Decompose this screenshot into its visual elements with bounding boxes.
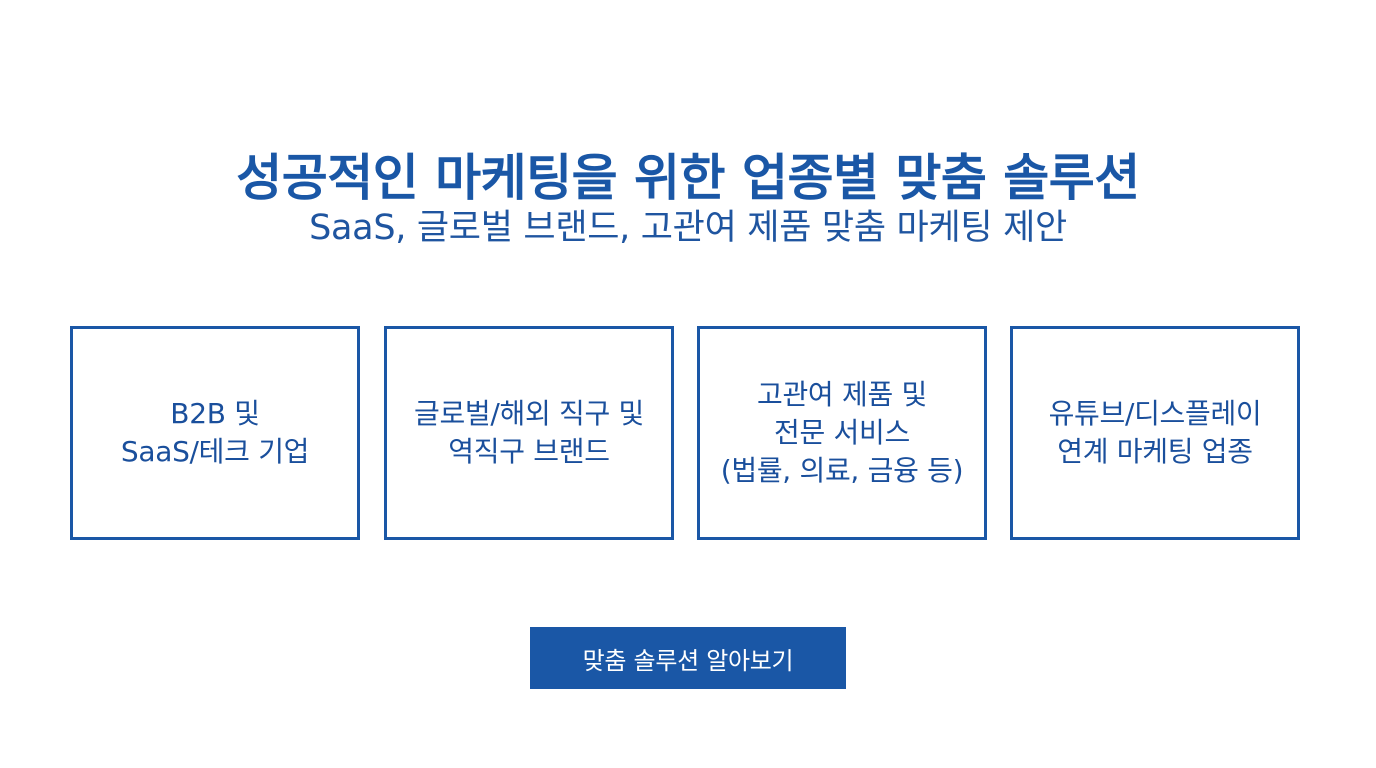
- industry-card-b2b-saas: B2B 및 SaaS/테크 기업: [70, 326, 360, 540]
- page-title: 성공적인 마케팅을 위한 업종별 맞춤 솔루션: [236, 148, 1140, 207]
- industry-card-label: B2B 및 SaaS/테크 기업: [120, 397, 310, 468]
- industry-card-youtube-display: 유튜브/디스플레이 연계 마케팅 업종: [1010, 326, 1300, 540]
- custom-solution-button[interactable]: 맞춤 솔루션 알아보기: [530, 627, 846, 689]
- industry-card-label: 고관여 제품 및 전문 서비스 (법률, 의료, 금융 등): [720, 378, 964, 487]
- industry-card-label: 유튜브/디스플레이 연계 마케팅 업종: [1048, 397, 1262, 468]
- custom-solution-button-label: 맞춤 솔루션 알아보기: [582, 646, 794, 675]
- industry-card-high-involvement: 고관여 제품 및 전문 서비스 (법률, 의료, 금융 등): [697, 326, 987, 540]
- page-subtitle: SaaS, 글로벌 브랜드, 고관여 제품 맞춤 마케팅 제안: [309, 208, 1067, 248]
- industry-card-label: 글로벌/해외 직구 및 역직구 브랜드: [413, 397, 644, 468]
- industry-card-global-brand: 글로벌/해외 직구 및 역직구 브랜드: [384, 326, 674, 540]
